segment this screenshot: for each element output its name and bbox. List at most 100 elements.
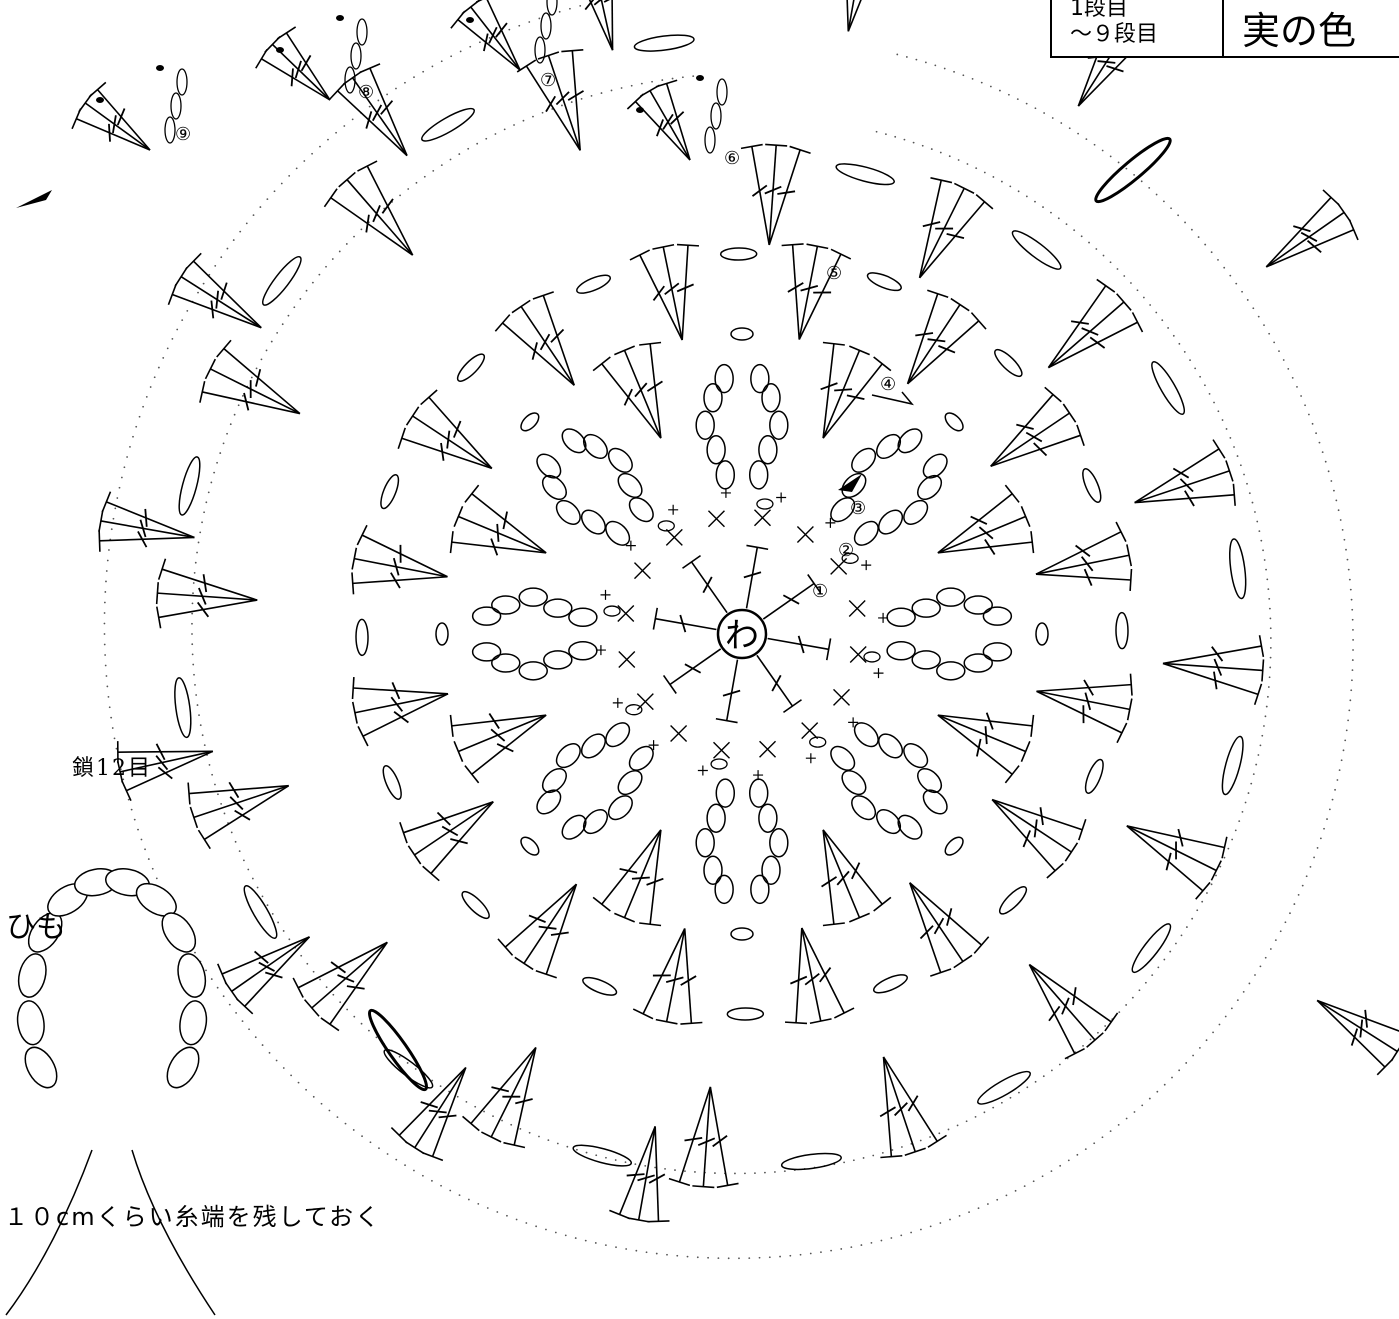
- stitch-top: [677, 245, 699, 246]
- stitch-top: [647, 1221, 669, 1222]
- guide-dot: [1227, 848, 1229, 850]
- guide-dot: [1186, 926, 1188, 928]
- petal-chain-stitch: [762, 856, 780, 884]
- round-7-9-double-crochet: [218, 937, 310, 984]
- guide-dot: [938, 1132, 940, 1134]
- guide-dot: [441, 60, 443, 62]
- guide-dot: [1247, 299, 1249, 301]
- petal-chain-stitch: [887, 608, 915, 626]
- guide-dot: [728, 1257, 730, 1259]
- stitch-yarn-over: [1166, 853, 1170, 870]
- guide-dot: [978, 1207, 980, 1209]
- stitch-post: [802, 928, 844, 1013]
- guide-dot: [203, 283, 205, 285]
- slip-stitch-dot: [96, 97, 104, 103]
- guide-dot: [644, 1165, 646, 1167]
- round-4-double-crochet: [593, 830, 661, 911]
- stitch-yarn-over: [620, 869, 638, 873]
- guide-dot: [1082, 1045, 1084, 1047]
- end-arrow-icon: [16, 190, 52, 208]
- stitch-post: [769, 150, 800, 245]
- guide-dot: [601, 92, 603, 94]
- guide-dot: [1256, 521, 1258, 523]
- round-5-double-crochet: [785, 928, 807, 1023]
- petal-chain-stitch: [614, 766, 647, 799]
- petal-chain-stitch: [887, 642, 915, 660]
- guide-dot: [416, 182, 418, 184]
- guide-dot: [252, 878, 254, 880]
- guide-dot: [1352, 629, 1354, 631]
- guide-dot: [431, 1180, 433, 1182]
- stitch-post: [823, 364, 882, 438]
- guide-dot: [915, 59, 917, 61]
- guide-dot: [108, 549, 110, 551]
- guide-dot: [259, 206, 261, 208]
- stitch-top: [1391, 1042, 1399, 1061]
- guide-dot: [692, 75, 694, 77]
- stitch-post: [727, 660, 738, 721]
- guide-dot: [1310, 866, 1312, 868]
- stitch-yarn-over: [145, 509, 146, 527]
- guide-dot: [504, 128, 506, 130]
- round-4-double-crochet: [454, 506, 546, 553]
- guide-dot: [571, 101, 573, 103]
- guide-dot: [1249, 492, 1251, 494]
- guide-dot: [625, 1248, 627, 1250]
- guide-dot: [229, 1004, 231, 1006]
- guide-dot: [186, 310, 188, 312]
- stitch-yarn-over: [503, 512, 507, 530]
- round-2-single-crochet: [754, 510, 770, 526]
- guide-dot: [326, 986, 328, 988]
- stitch-post: [1317, 1000, 1385, 1067]
- guide-dot: [615, 1159, 617, 1161]
- round-5-double-crochet: [1036, 691, 1126, 743]
- round-5-double-crochet: [358, 694, 448, 746]
- stitch-yarn-over: [265, 973, 282, 978]
- stitch-post: [769, 145, 776, 245]
- guide-dot: [1328, 470, 1330, 472]
- guide-dot: [882, 1152, 884, 1154]
- round-5-double-crochet: [630, 250, 682, 340]
- guide-dot: [1267, 696, 1269, 698]
- round-4-double-crochet: [938, 485, 1019, 553]
- round-5-chain-stitch: [581, 974, 619, 999]
- stitch-yarn-over: [979, 527, 993, 539]
- stitch-post: [189, 786, 289, 794]
- guide-dot: [146, 396, 148, 398]
- guide-dot: [361, 1023, 363, 1025]
- petal-chain-stitch: [894, 811, 927, 844]
- guide-dot: [1268, 333, 1270, 335]
- guide-dot: [625, 1161, 627, 1163]
- guide-dot: [300, 955, 302, 957]
- guide-dot: [1175, 943, 1177, 945]
- round-4-double-crochet: [822, 830, 845, 926]
- guide-dot: [1117, 268, 1119, 270]
- guide-dot: [261, 358, 263, 360]
- guide-dot: [1268, 598, 1270, 600]
- stitch-post: [106, 502, 194, 538]
- guide-dot: [959, 1215, 961, 1217]
- guide-dot: [1231, 839, 1233, 841]
- round-7-9-double-crochet: [422, 1068, 466, 1161]
- round-1-double-crochet: [744, 545, 768, 608]
- petal-chain-stitch: [913, 471, 946, 504]
- stitch-yarn-over: [837, 871, 849, 885]
- guide-dot: [929, 1136, 931, 1138]
- guide-dot: [352, 119, 354, 121]
- stitch-top: [277, 27, 295, 39]
- guide-dot: [321, 1103, 323, 1105]
- guide-dot: [1335, 500, 1337, 502]
- guide-dot: [195, 694, 197, 696]
- single-crochet-stitch: [613, 698, 623, 708]
- single-crochet-stitch: [776, 493, 786, 503]
- stitch-post: [763, 584, 814, 620]
- top-row-double-crochet: [256, 49, 330, 100]
- stitch-yarn-over: [497, 524, 498, 542]
- guide-dot: [1350, 589, 1352, 591]
- stitch-top: [849, 913, 869, 921]
- guide-dot: [949, 155, 951, 157]
- round-5-double-crochet: [910, 883, 951, 976]
- petal-chain-stitch: [473, 607, 501, 625]
- guide-dot: [925, 62, 927, 64]
